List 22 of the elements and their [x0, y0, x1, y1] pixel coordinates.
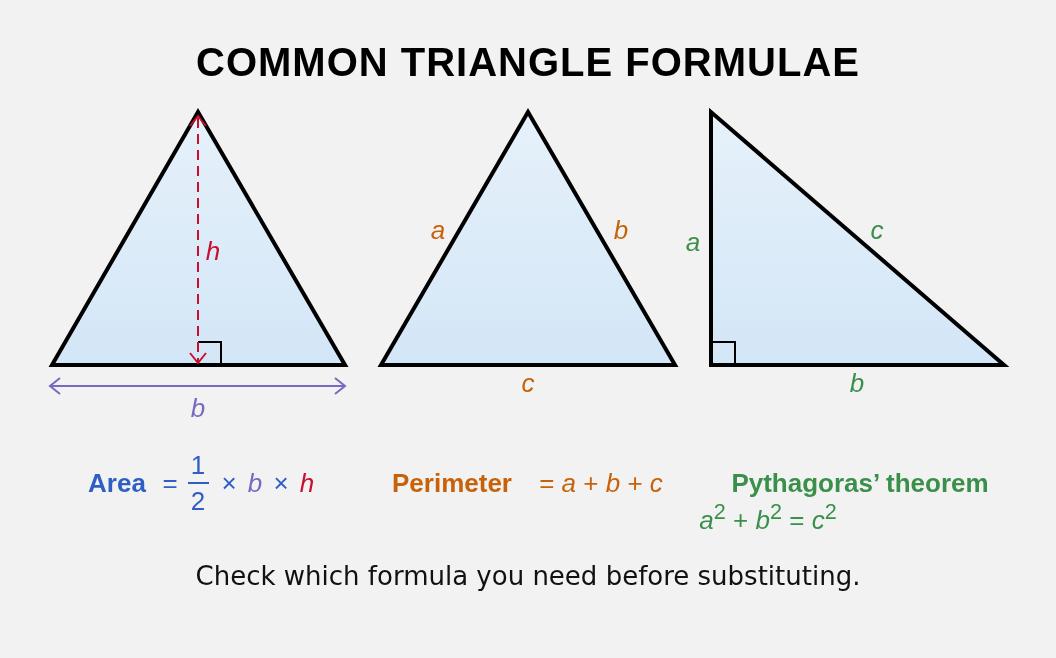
side-label: c: [870, 217, 884, 243]
side-label: a: [430, 217, 446, 243]
dimension-label: b: [190, 395, 206, 421]
caption: Check which formula you need before substituting.: [195, 563, 861, 589]
side-label: c: [521, 370, 535, 396]
formula-name: Pythagoras’ theorem: [731, 470, 989, 496]
formula: a$^{2}$ + b$^{2}$ = c$^{2}$: [699, 501, 837, 533]
title: COMMON TRIANGLE FORMULAE: [196, 42, 860, 82]
formula-name: Area: [88, 470, 146, 496]
fraction-denominator: 2: [190, 488, 206, 514]
formula-name: Perimeter: [392, 470, 512, 496]
variable: h: [299, 470, 315, 496]
variable: b: [247, 470, 263, 496]
fraction-numerator: 1: [190, 452, 206, 478]
side-label: a: [685, 229, 701, 255]
formula: = a + b + c: [539, 470, 663, 496]
times-sign: ×: [221, 470, 237, 496]
variable-label: h: [205, 238, 221, 264]
side-label: b: [849, 370, 865, 396]
side-label: b: [613, 217, 629, 243]
times-sign: ×: [273, 470, 289, 496]
equals-sign: =: [162, 470, 178, 496]
